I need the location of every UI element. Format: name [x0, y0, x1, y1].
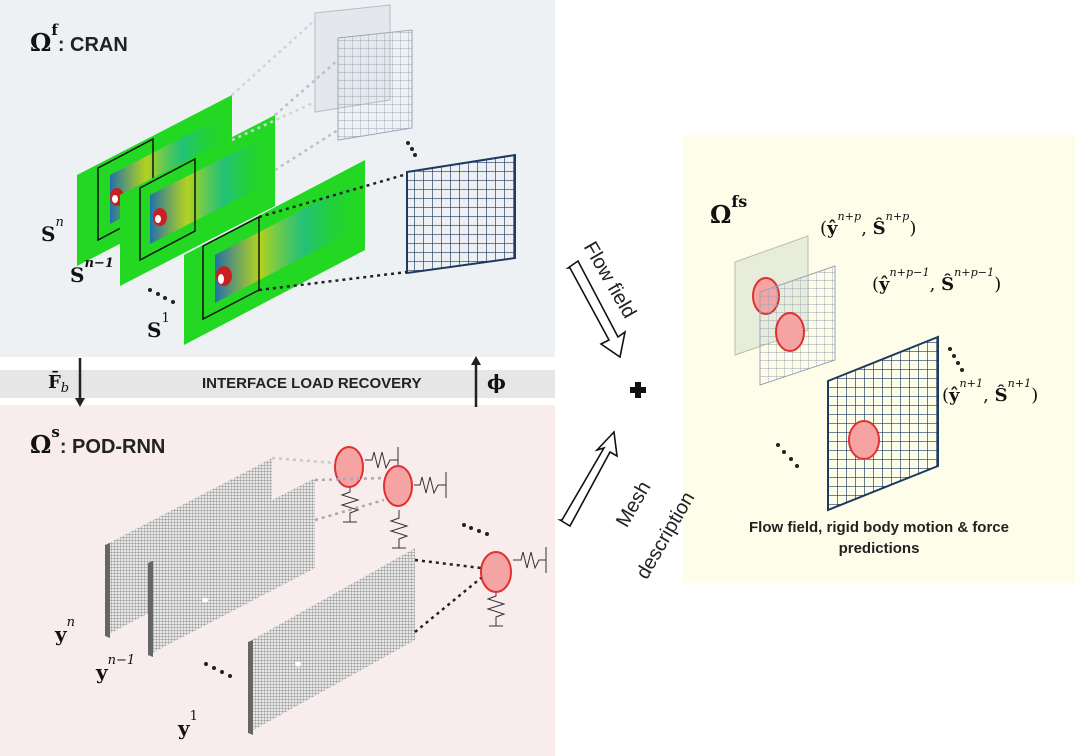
- label-s-1: S1: [147, 310, 170, 342]
- interface-bar: [0, 370, 555, 398]
- latent-grid-front: [406, 153, 516, 275]
- label-y-n-1: yn−1: [96, 652, 136, 684]
- fluid-snapshot-1: [184, 160, 365, 345]
- caption-line1: Flow field, rigid body motion & force: [749, 519, 1009, 536]
- plus-icon: [630, 382, 646, 398]
- caption-line2: predictions: [838, 540, 920, 557]
- mesh-ellipsis: [204, 523, 489, 678]
- label-y-1: y1: [178, 708, 198, 740]
- fluid-ellipsis: [148, 141, 417, 304]
- force-symbol: F̄b: [48, 372, 70, 397]
- prediction-body-3: [848, 420, 880, 460]
- rigid-body-2: [383, 465, 413, 507]
- flow-field-arrow: [565, 259, 627, 359]
- spring-body-2: [389, 472, 447, 549]
- prediction-label-1: (ŷn+p, Ŝn+p): [820, 210, 917, 239]
- coupled-panel-title: Ωfs: [710, 191, 748, 229]
- label-s-n-1: Sn−1: [70, 255, 114, 287]
- fluid-panel-title: Ωf: CRAN: [30, 20, 128, 57]
- rigid-body-1: [334, 446, 364, 488]
- down-arrow-fb: [75, 358, 85, 407]
- solid-connectors: [271, 456, 482, 633]
- spring-body-3: [486, 547, 547, 627]
- coupled-panel: [683, 135, 1075, 583]
- interface-bar-label: INTERFACE LOAD RECOVERY: [202, 375, 422, 392]
- latent-grid-mid: [337, 29, 413, 141]
- rigid-body-3: [480, 551, 512, 593]
- phi-symbol: ϕ: [487, 370, 506, 394]
- up-arrow-phi: [471, 356, 481, 407]
- solid-panel-title: Ωs: POD-RNN: [30, 422, 166, 459]
- mesh-snapshot-n-1: [148, 478, 315, 657]
- prediction-body-2: [775, 312, 805, 352]
- mesh-snapshot-1: [248, 548, 415, 735]
- fluid-connectors: [231, 19, 408, 292]
- prediction-grid-front: [827, 335, 939, 512]
- label-y-n: yn: [55, 614, 75, 646]
- prediction-label-3: (ŷn+1, Ŝn+1): [942, 377, 1039, 406]
- prediction-label-2: (ŷn+p−1, Ŝn+p−1): [872, 266, 1002, 295]
- fluid-snapshot-n-1: [120, 115, 275, 286]
- mesh-arrow: [557, 430, 618, 528]
- label-s-n: Sn: [41, 214, 64, 246]
- prediction-ellipsis: [776, 347, 964, 468]
